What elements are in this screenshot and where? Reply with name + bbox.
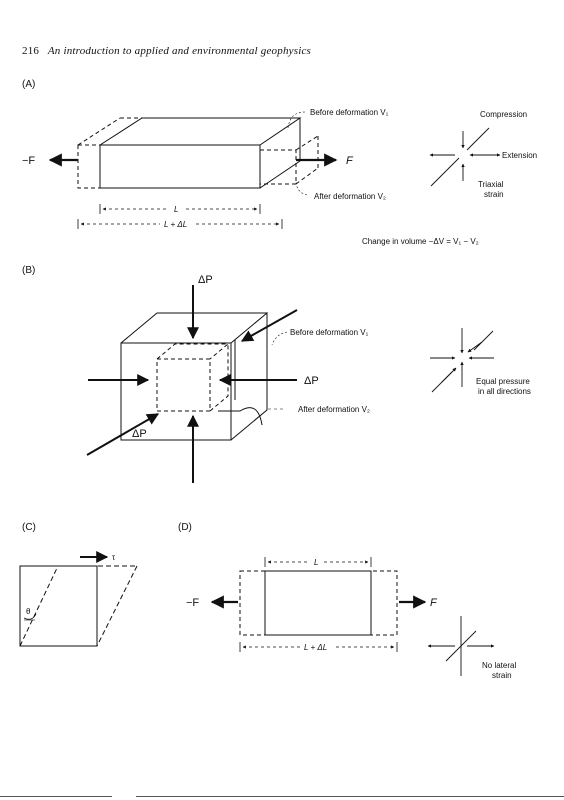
equal-pressure-label-1: Equal pressure [476, 377, 530, 386]
page-number: 216 [22, 45, 40, 57]
tau-label: τ [112, 553, 116, 562]
bottom-rule-left [0, 796, 112, 797]
panel-a-force-left: −F [22, 155, 35, 167]
panel-b-pressure-arrows [86, 285, 298, 483]
no-lateral-strain-symbol [427, 616, 495, 676]
theta-label: θ [26, 607, 31, 616]
panel-c-label: (C) [22, 522, 36, 533]
panel-b-dp-left: ΔP [132, 428, 147, 440]
triaxial-label-2: strain [484, 190, 504, 199]
panel-d-specimen [239, 570, 398, 636]
panel-a-length: L [174, 205, 178, 214]
panel-d-length-delta: L + ΔL [304, 643, 327, 652]
panel-b-label: (B) [22, 265, 35, 276]
compression-label: Compression [480, 110, 527, 119]
panel-b-inner-cube [156, 343, 230, 412]
panel-d-force-left: −F [186, 597, 199, 609]
volume-change-label: Change in volume −ΔV = V₁ − V₂ [362, 237, 479, 246]
panel-a-after-label: After deformation V₂ [314, 192, 386, 201]
panel-a-label: (A) [22, 79, 35, 90]
panel-d-label: (D) [178, 522, 192, 533]
after-leader-a [295, 177, 308, 196]
panel-a-length-delta: L + ΔL [164, 220, 187, 229]
panel-c-shear [19, 565, 138, 647]
panel-a-block [77, 117, 319, 189]
panel-b-dp-right: ΔP [304, 375, 319, 387]
panel-d-length: L [314, 558, 318, 567]
panel-b-before-label: Before deformation V₁ [290, 328, 369, 337]
no-lateral-label-2: strain [492, 671, 512, 680]
panel-d-dims-top [264, 557, 372, 567]
before-leader-a [287, 111, 306, 129]
extension-label: Extension [502, 151, 537, 160]
panel-d-force-right: F [430, 597, 438, 609]
panel-d-dims-bottom [239, 642, 398, 652]
no-lateral-label-1: No lateral [482, 661, 516, 670]
running-title: An introduction to applied and environme… [47, 45, 312, 57]
panel-a-before-label: Before deformation V₁ [310, 108, 389, 117]
panel-b-cutaway [218, 340, 263, 426]
panel-a-dimensions [77, 204, 283, 229]
equal-pressure-symbol [430, 328, 494, 393]
triaxial-strain-symbol [429, 127, 501, 187]
triaxial-label-1: Triaxial [478, 180, 504, 189]
panel-b-dp-top: ΔP [198, 274, 213, 286]
panel-b-cube [120, 312, 269, 441]
page-header: 216 An introduction to applied and envir… [22, 45, 311, 57]
equal-pressure-label-2: in all directions [478, 387, 531, 396]
before-leader-b [271, 331, 288, 346]
panel-b-after-label: After deformation V₂ [298, 405, 370, 414]
panel-a-force-right: F [346, 155, 354, 167]
bottom-rule-right [136, 796, 564, 797]
